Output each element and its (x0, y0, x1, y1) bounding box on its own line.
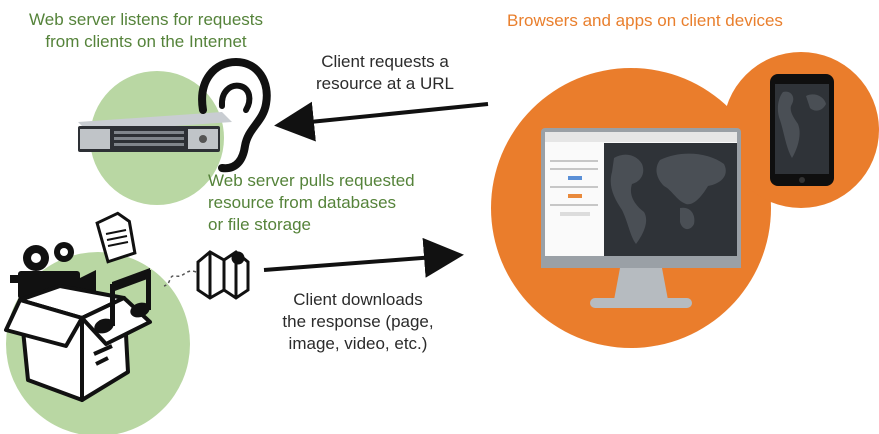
box-icon (4, 284, 152, 402)
server-pulls-line-1: Web server pulls requested (208, 171, 415, 190)
server-listens-line-1: Web server listens for requests (29, 10, 263, 29)
client-downloads-label: Client downloads the response (page, ima… (258, 289, 458, 355)
document-icon (95, 211, 137, 264)
music-notes-icon (94, 268, 151, 334)
map-dotted-trail (163, 270, 197, 287)
server-listens-label: Web server listens for requests from cli… (0, 9, 292, 53)
client-devices-label: Browsers and apps on client devices (507, 11, 783, 30)
client-downloads-line-2: the response (page, (282, 312, 434, 332)
server-pulls-line-3: or file storage (208, 215, 311, 235)
ear-icon (198, 57, 271, 173)
client-requests-label: Client requests a resource at a URL (296, 51, 474, 95)
rack-server-icon (78, 112, 232, 152)
client-requests-line-2: resource at a URL (316, 74, 454, 94)
server-listens-line-2: from clients on the Internet (45, 32, 247, 52)
smartphone-icon (770, 74, 834, 186)
server-pulls-line-2: resource from databases (208, 193, 397, 213)
client-requests-line-1: Client requests a (321, 52, 449, 71)
client-downloads-line-3: image, video, etc.) (288, 334, 428, 354)
response-arrow (263, 237, 464, 278)
map-icon (196, 250, 250, 300)
client-downloads-line-1: Client downloads (293, 290, 423, 309)
desktop-monitor-icon (541, 128, 741, 308)
server-pulls-label: Web server pulls requested resource from… (208, 170, 415, 236)
request-arrow (274, 101, 489, 142)
